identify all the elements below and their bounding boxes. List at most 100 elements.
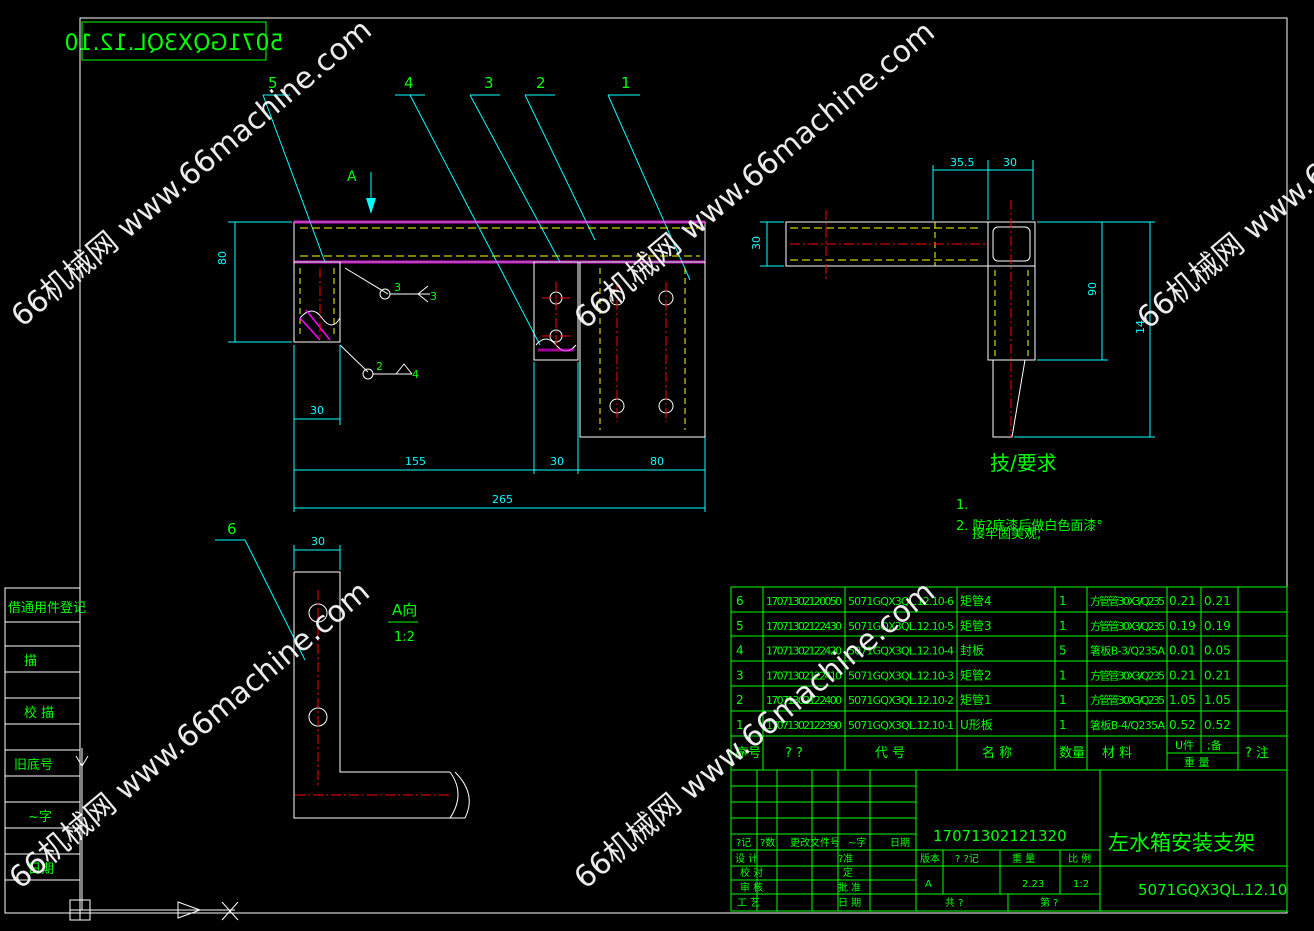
drawing-frame [4, 17, 1288, 914]
sign-right-1: ?准 [838, 853, 853, 865]
bom-cell-total: 0.05 [1204, 644, 1231, 658]
bom-h-material: 材 料 [1102, 746, 1132, 761]
sign-left-1: 设 计 [735, 852, 758, 865]
bom-cell-qty: 1 [1059, 693, 1067, 707]
balloon-6: 6 [227, 520, 237, 538]
dim-front-total: 265 [492, 493, 513, 506]
bom-cell-material: 方管管30X3/Q235 [1090, 693, 1165, 707]
bom-cell-no: 3 [736, 668, 744, 682]
sign-right-2: 定 [843, 866, 853, 879]
dim-front-left-width: 30 [310, 404, 324, 417]
tech-title: 技/要求 [990, 451, 1057, 475]
bom-cell-code: 17071302122420 [766, 645, 842, 658]
bom-cell-code: 17071302122430 [766, 620, 842, 633]
bom-cell-unit: 0.52 [1169, 718, 1196, 732]
balloon-5: 5 [268, 74, 278, 92]
bom-h-remark: ? 注 [1245, 746, 1269, 761]
balloon-4: 4 [404, 74, 414, 92]
bom-cell-unit: 0.19 [1169, 619, 1196, 633]
rev-h-2: ?数 [760, 836, 775, 849]
rev-h-1: ?记 [736, 837, 751, 849]
bom-cell-total: 1.05 [1204, 693, 1231, 707]
drawing-code-mirrored: 5071GQX3QL.12.10 [65, 31, 284, 56]
rev-h-5: 日期 [890, 837, 910, 849]
bom-header: 序号 ? ? 代 号 名 称 数量 材 料 U件 ;备 重 量 ? 注 [735, 738, 1269, 769]
ucs-icon [69, 748, 239, 921]
bom-cell-name: 矩管2 [960, 667, 992, 682]
bom-cell-no: 1 [736, 718, 744, 732]
bom-cell-code: 17071302122400 [766, 694, 842, 707]
tech-requirements: 技/要求 1. 2. 防?底漆后做白色面漆° 接牢固美观; [956, 451, 1103, 542]
title-block-text: ?记 ?数 更改文件号 ~字 日期 设 计 校 对 审 核 工 艺 ?准 定 批… [735, 836, 1091, 909]
watermark-4: 66机械网 www.66machine.com [3, 574, 377, 896]
info-h-2: ? ?记 [955, 853, 979, 865]
sign-left-4: 工 艺 [737, 897, 760, 909]
sign-left-3: 审 核 [740, 881, 763, 894]
bom-h-total: ;备 [1207, 738, 1222, 752]
sidebar-label-2: 描 [24, 654, 37, 669]
balloon-3: 3 [484, 74, 494, 92]
view-a-scale: 1:2 [394, 630, 415, 645]
bom-cell-no: 4 [736, 644, 744, 658]
bom-cell-total: 0.21 [1204, 668, 1231, 682]
info-v-3: 1:2 [1073, 879, 1089, 890]
bom-cell-drawing: 5071GQX3QL.12.10-2 [848, 694, 954, 707]
bom-h-name: 名 称 [982, 745, 1012, 761]
bom-cell-drawing: 5071GQX3QL.12.10-5 [848, 620, 954, 633]
sheet-no: 第 ? [1040, 896, 1059, 909]
bom-cell-qty: 1 [1059, 668, 1067, 682]
rev-h-4: ~字 [848, 836, 866, 849]
tech-line-2: 2. 防?底漆后做白色面漆° [956, 518, 1103, 534]
sign-right-4: 日 期 [838, 897, 861, 909]
bom-h-drawing: 代 号 [875, 746, 905, 761]
bom-table [730, 586, 1288, 771]
tech-line-3: 接牢固美观; [972, 526, 1041, 542]
dim-front-height: 80 [216, 251, 229, 265]
watermark-1: 66机械网 www.66machine.com [5, 12, 379, 334]
bom-cell-no: 2 [736, 693, 744, 707]
drawing-code-box: 5071GQX3QL.12.10 [65, 21, 284, 61]
watermark-2: 66机械网 www.66machine.com [568, 14, 942, 336]
title-block [730, 769, 1288, 912]
view-a-marker: A [347, 169, 357, 185]
bom-cell-drawing: 5071GQX3QL.12.10-6 [848, 595, 954, 608]
title-drawing-code: 5071GQX3QL.12.10 [1138, 881, 1287, 899]
bom-h-no: 序号 [735, 746, 761, 761]
bom-cell-qty: 5 [1059, 644, 1067, 658]
dim-front-seg3: 80 [650, 455, 664, 468]
dim-side-left-height: 30 [750, 236, 763, 250]
bom-cell-material: 箸板B-3/Q235A [1090, 644, 1165, 658]
sign-left-2: 校 对 [740, 866, 763, 879]
rev-h-3: 更改文件号 [790, 836, 840, 849]
bom-cell-total: 0.19 [1204, 619, 1231, 633]
tech-line-1: 1. [956, 498, 968, 513]
bom-h-unit: U件 [1175, 739, 1194, 752]
bom-cell-code: 17071302122390 [766, 719, 842, 732]
bom-cell-unit: 0.01 [1169, 644, 1196, 658]
dim-side-total-height: 14 [1134, 320, 1147, 334]
bom-cell-name: 矩管1 [960, 692, 992, 707]
weld-lower-tail: 4 [412, 368, 419, 381]
sign-right-3: 批 准 [838, 881, 861, 894]
leader-lines [215, 94, 691, 661]
weld-lower-num: 2 [376, 360, 383, 373]
sheet-total: 共 ? [945, 897, 964, 909]
bom-cell-qty: 1 [1059, 594, 1067, 608]
bom-cell-material: 方管管30X3/Q235 [1090, 668, 1165, 682]
bom-h-code: ? ? [785, 746, 803, 761]
bom-cell-qty: 1 [1059, 619, 1067, 633]
balloon-2: 2 [536, 74, 546, 92]
watermark-3: 66机械网 www.66machine.com [1131, 14, 1314, 336]
dim-side-mid-height: 90 [1086, 282, 1099, 296]
front-view: A [216, 169, 706, 512]
bom-cell-material: 方管管30X3/Q235 [1090, 619, 1165, 633]
info-v-1: A [925, 879, 932, 890]
sidebar-label-3: 校 描 [24, 705, 54, 721]
bom-h-weight: 重 量 [1184, 755, 1210, 769]
view-a-title: A向 [392, 601, 417, 619]
dim-side-width: 30 [1003, 156, 1017, 169]
dim-front-seg1: 155 [405, 455, 426, 468]
balloon-1: 1 [621, 74, 631, 92]
